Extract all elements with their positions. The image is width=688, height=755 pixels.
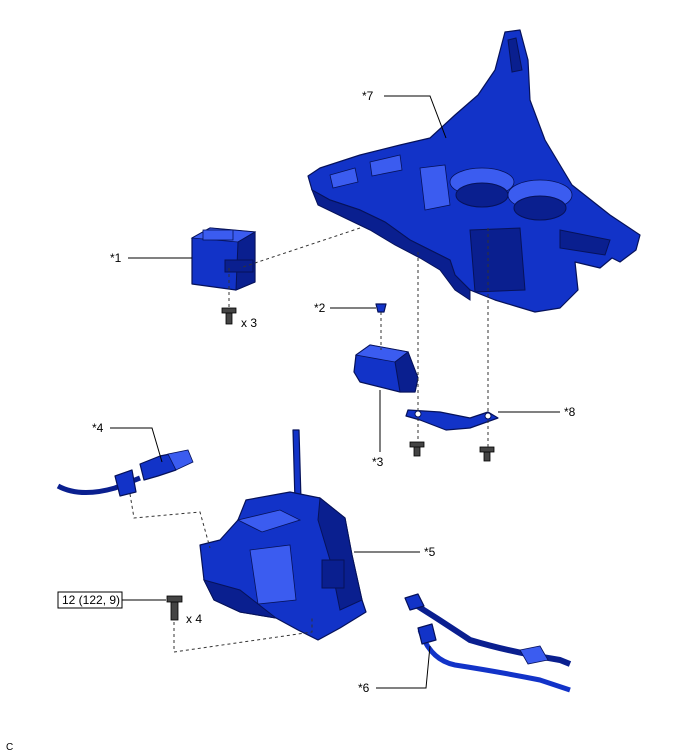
cable-part [56, 449, 194, 497]
clip-part [375, 303, 387, 313]
callout-4: *4 [92, 421, 104, 435]
screw-head-icon [221, 307, 237, 314]
control-unit-part [353, 344, 419, 393]
torque-spec: 12 (122, 9) [62, 593, 120, 607]
bracket-part [405, 409, 499, 431]
leader-lines [110, 95, 560, 689]
callout-7: *7 [362, 89, 374, 103]
figure-code: C [6, 742, 13, 753]
bolt-icon [170, 599, 179, 621]
bolt-head-icon [409, 441, 425, 448]
callout-8: *8 [564, 405, 576, 419]
bolt-icon [413, 445, 421, 457]
bolt-icon [483, 450, 491, 462]
wire-harness-part [404, 593, 572, 693]
torque-box [57, 591, 123, 609]
bolt-head-icon [166, 595, 183, 603]
quantity-bolts: x 4 [186, 612, 202, 626]
quantity-screws: x 3 [241, 316, 257, 330]
callout-5: *5 [424, 545, 436, 559]
screw-icon [225, 311, 233, 325]
callout-2: *2 [314, 301, 326, 315]
switch-module-part [190, 227, 257, 291]
console-panel-part [307, 29, 641, 313]
installation-guides [129, 227, 489, 653]
shift-lever-assembly-part [199, 429, 367, 641]
callout-3: *3 [372, 455, 384, 469]
callout-6: *6 [358, 681, 370, 695]
bolt-head-icon [479, 446, 495, 453]
callout-1: *1 [110, 251, 122, 265]
